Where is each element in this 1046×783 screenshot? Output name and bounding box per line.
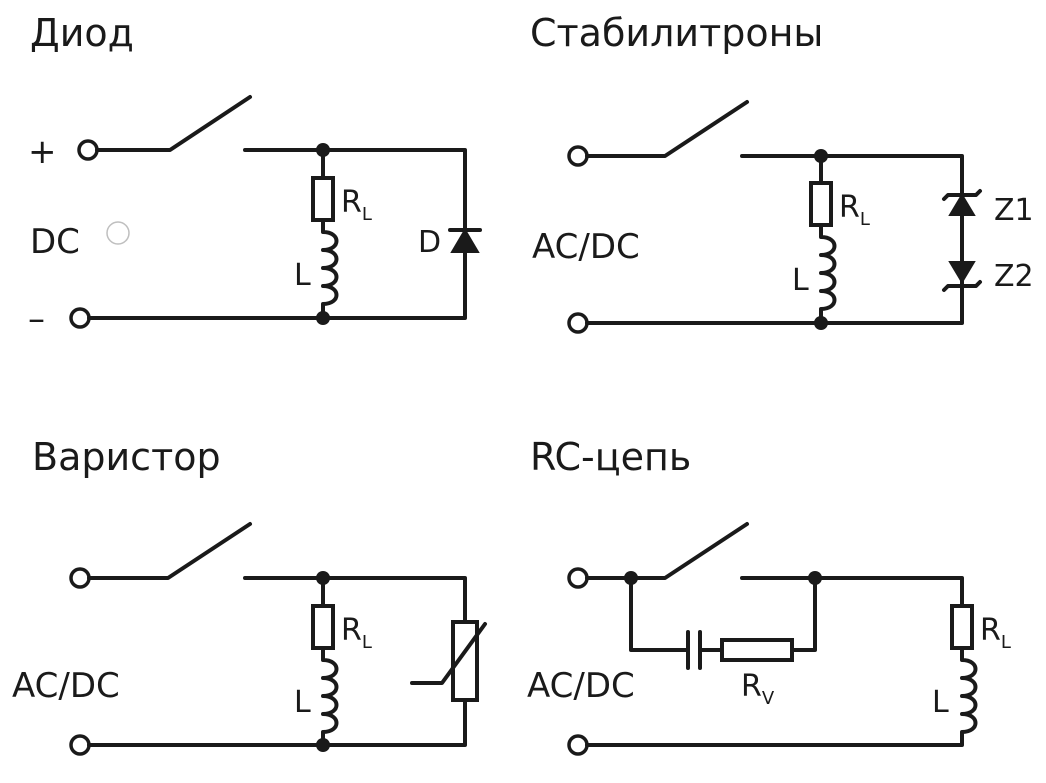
panel-title-zener: Стабилитроны: [530, 11, 823, 55]
diode-label: D: [418, 225, 441, 260]
faint-circle-marker: [106, 221, 130, 245]
zener-label-z2: Z2: [994, 259, 1034, 294]
inductor-label: L: [932, 685, 949, 720]
terminal-bottom: [69, 734, 91, 756]
panel-diode: Диод + – DC RL L D: [28, 11, 482, 339]
resistor-rl: [311, 604, 335, 650]
panel-title-diode: Диод: [30, 11, 134, 55]
source-label-dc: DC: [30, 222, 80, 262]
terminal-bottom: [567, 312, 589, 334]
resistor-rl: [311, 176, 335, 222]
terminal-bottom: [567, 734, 589, 756]
resistor-label: RL: [980, 613, 1011, 653]
wire: [629, 576, 690, 652]
resistor-rl: [809, 181, 833, 227]
source-label-acdc: AC/DC: [532, 227, 640, 267]
zener-diode-z1: [942, 189, 982, 216]
terminal-top: [567, 567, 589, 589]
wire: [790, 576, 817, 652]
inductor-coil: [321, 646, 339, 747]
resistor-label: RL: [341, 613, 372, 653]
panel-title-rc: RC-цепь: [530, 435, 691, 479]
source-label-acdc: AC/DC: [12, 666, 120, 706]
plus-sign: +: [28, 132, 57, 172]
inductor-coil: [321, 218, 339, 320]
resistor-label: RL: [341, 185, 372, 225]
switch-zener: [585, 100, 964, 325]
diode-symbol: [448, 228, 482, 253]
inductor-label: L: [294, 258, 311, 293]
terminal-top: [69, 567, 91, 589]
panel-zener: Стабилитроны AC/DC RL L Z1 Z2: [530, 11, 1034, 334]
terminal-plus: [77, 139, 99, 161]
resistor-rv-label: RV: [741, 669, 775, 709]
switch-rc: [585, 522, 978, 747]
terminal-minus: [69, 307, 91, 329]
zener-diode-z2: [942, 261, 982, 292]
terminal-top: [567, 145, 589, 167]
varistor-symbol: [410, 620, 487, 702]
source-label-acdc: AC/DC: [527, 666, 635, 706]
resistor-rv: [720, 638, 794, 662]
panel-varistor: Варистор AC/DC RL L: [12, 435, 487, 756]
inductor-label: L: [294, 685, 311, 720]
resistor-label: RL: [839, 190, 870, 230]
zener-label-z1: Z1: [994, 193, 1034, 228]
inductor-label: L: [792, 263, 809, 298]
switch-varistor: [87, 522, 467, 747]
switch-diode: [87, 95, 467, 320]
panel-rc: RC-цепь AC/DC RV RL L: [527, 435, 1011, 756]
panel-title-varistor: Варистор: [32, 435, 221, 479]
inductor-coil: [819, 223, 837, 325]
resistor-rl: [950, 604, 974, 650]
minus-sign: –: [28, 299, 45, 339]
